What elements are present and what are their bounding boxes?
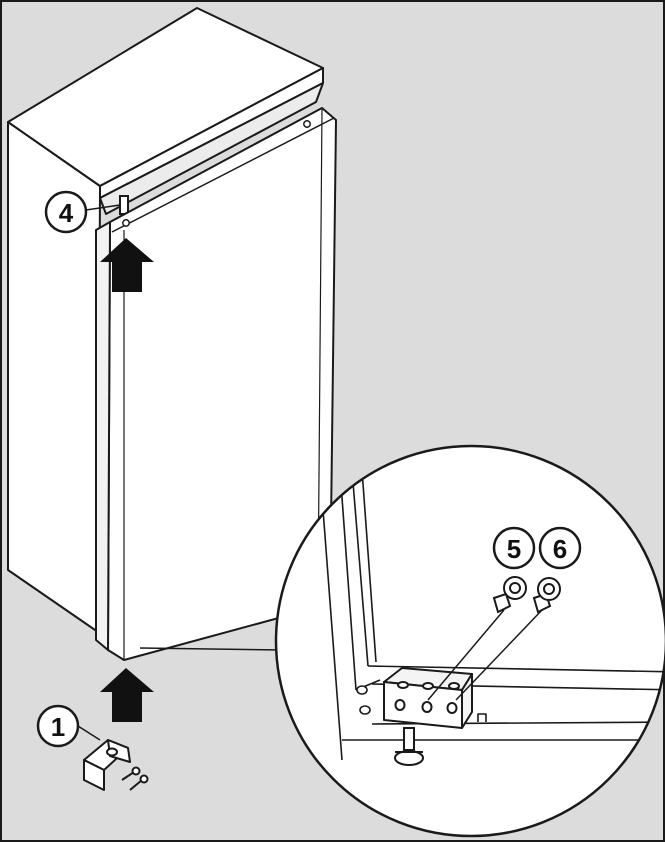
door-top-hole-right [303, 120, 311, 128]
screw-icon [121, 766, 141, 781]
appliance-cabinet [7, 7, 324, 633]
door-top-edge-line [111, 117, 335, 233]
detail-zoom-circle [274, 444, 665, 838]
detail-rail-line [367, 665, 665, 673]
up-arrow-icon [100, 668, 154, 722]
callout-5: 5 [492, 526, 536, 570]
door-top-hole-left [122, 219, 130, 227]
callout-1: 1 [36, 704, 101, 748]
screw-icon [532, 577, 561, 614]
detail-side-hole [359, 705, 371, 715]
callout-1-leader [77, 725, 101, 741]
detail-notch [477, 713, 487, 722]
detail-frame-line [339, 469, 357, 691]
callout-4: 4 [44, 190, 121, 234]
callout-4-leader [85, 204, 121, 211]
hinge-bracket-icon [83, 739, 131, 791]
callout-6: 6 [538, 526, 582, 570]
hinge-bracket-icon [383, 667, 473, 729]
door-right-edge-line [317, 107, 323, 599]
screw-5-guide-line [427, 609, 505, 701]
callout-4-label: 4 [59, 198, 74, 228]
callout-5-circle [492, 526, 536, 570]
door-edge [95, 221, 111, 651]
callout-4-circle [44, 190, 88, 234]
callout-5-label: 5 [507, 534, 521, 564]
zoom-leader-bottom [139, 647, 285, 651]
top-hinge-pin [119, 195, 129, 215]
screw-6-guide-line [455, 609, 543, 701]
screw-icon [129, 774, 149, 791]
up-arrow-icon [100, 238, 154, 292]
adjustable-foot-icon [394, 727, 424, 766]
screw-icon [492, 576, 527, 614]
detail-frame-line [361, 469, 377, 663]
detail-frame-line [351, 469, 369, 667]
detail-side-hole [356, 685, 368, 695]
callout-1-label: 1 [51, 712, 65, 742]
door-panel [95, 107, 337, 661]
detail-frame-line [319, 469, 343, 761]
callout-6-circle [538, 526, 582, 570]
callout-6-label: 6 [553, 534, 567, 564]
detail-zoom-contents [319, 469, 665, 761]
cabinet-top-underside [99, 82, 324, 215]
